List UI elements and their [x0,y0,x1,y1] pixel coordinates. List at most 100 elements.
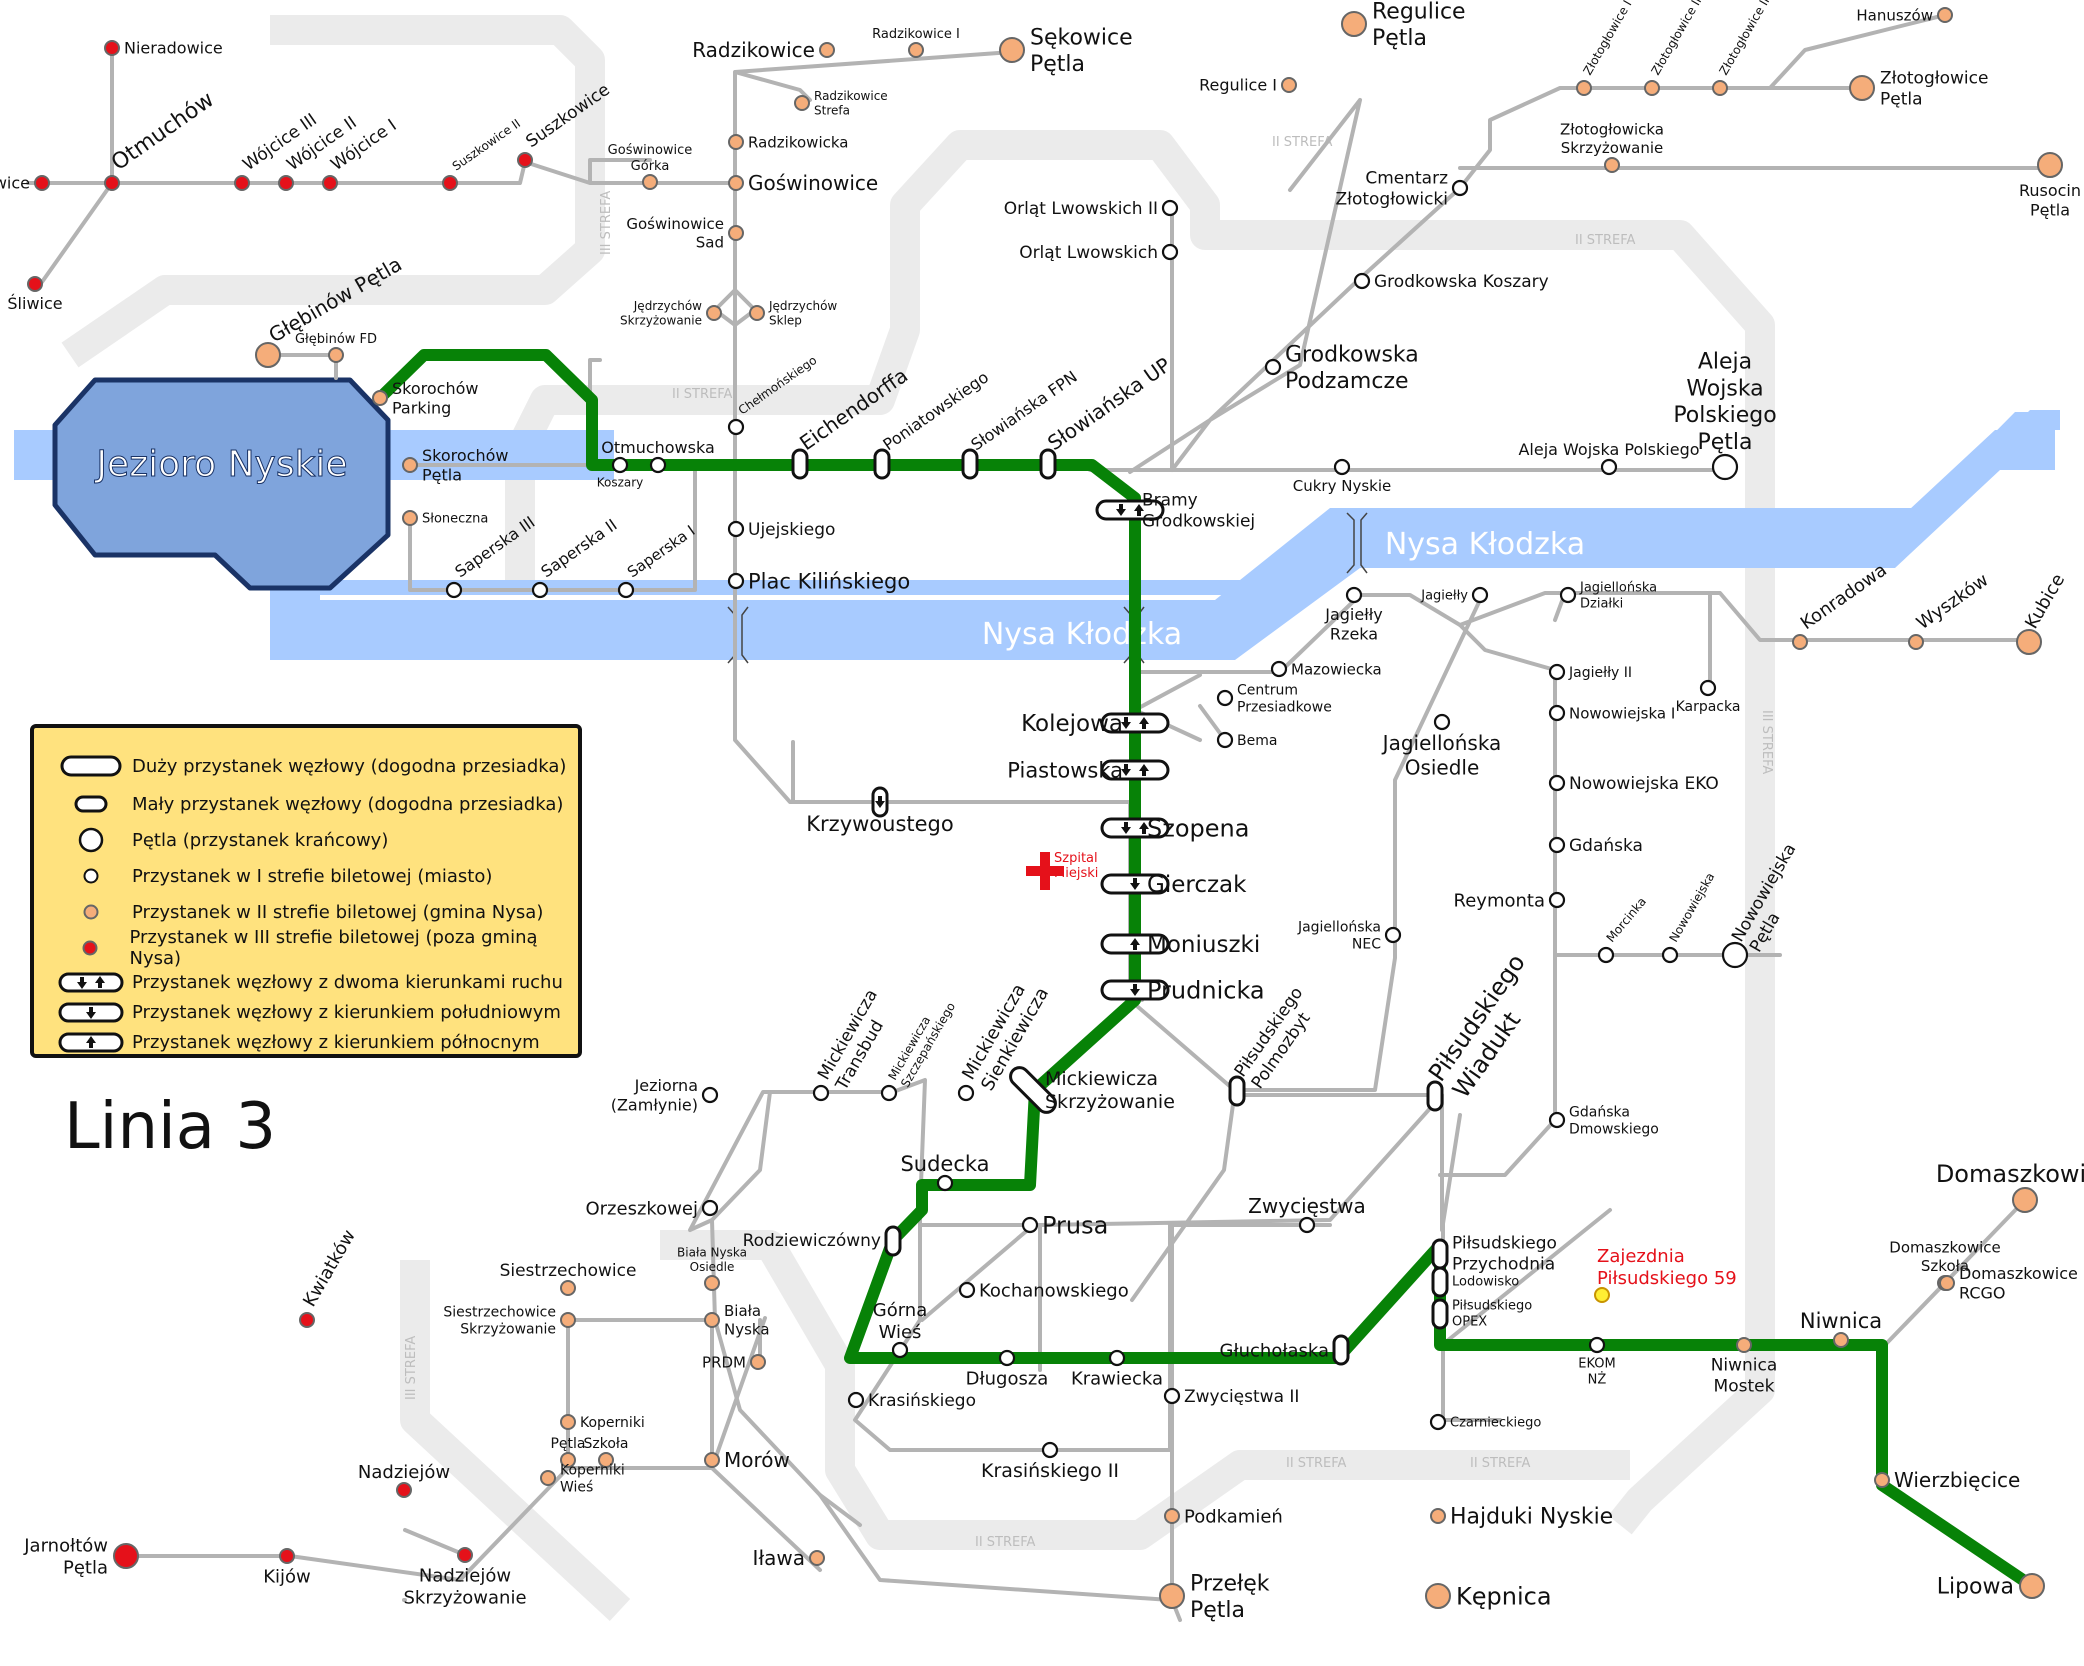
station-nadziejow[interactable]: Nadziejów [358,1462,450,1498]
station-sliwice[interactable]: Śliwice [7,276,63,313]
station-krawiecka[interactable]: Krawiecka [1071,1349,1163,1389]
station-wyszkow[interactable]: Wyszków [1908,570,1992,650]
station-moniuszki[interactable]: Moniuszki [1100,932,1260,958]
station-jagielly[interactable]: Jagiełły [1420,586,1489,604]
station-karpacka[interactable]: Karpacka [1676,679,1741,715]
station-siestrzechowice[interactable]: Siestrzechowice [500,1261,637,1296]
station-zwyciestwa-ii[interactable]: Zwycięstwa II [1163,1387,1299,1407]
station-krzywoustego[interactable]: Krzywoustego [806,786,954,836]
station-aleja-wojska-polskiego[interactable]: Aleja Wojska Polskiego [1518,440,1700,476]
station-krasinskiego-ii[interactable]: Krasińskiego II [981,1441,1119,1482]
station-nieradowice[interactable]: Nieradowice [104,39,223,58]
station-koszary[interactable]: Koszary [597,456,644,490]
station-jagielly-ii[interactable]: Jagiełły II [1548,663,1632,681]
station-regulice-i[interactable]: Regulice I [1199,76,1297,95]
station-hanuszow[interactable]: Hanuszów [1856,6,1953,24]
station-domaszkowice[interactable]: Domaszkowice [1936,1160,2084,1213]
station-wierzbiecice[interactable]: Wierzbięcice [1874,1468,2020,1492]
station-niwnica[interactable]: Niwnica [1800,1309,1882,1348]
station-bema[interactable]: Bema [1216,731,1277,749]
station-orzeszkowej[interactable]: Orzeszkowej [585,1198,719,1219]
station-radzikowice-i[interactable]: Radzikowice I [872,27,960,58]
station-mickiewicza-transbud[interactable]: MickiewiczaTransbud [812,986,900,1102]
station-ilawa[interactable]: Iława [753,1546,825,1570]
station-goswinowice[interactable]: Goświnowice [728,171,878,195]
station-konradowa[interactable]: Konradowa [1792,560,1891,650]
station-sloneczna[interactable]: Słoneczna [402,510,488,527]
station-ujejskiego[interactable]: Ujejskiego [727,520,835,540]
station-zlotoglowice-i[interactable]: Złotogłowice I [1576,0,1635,96]
station-morcinka[interactable]: Morcinka [1597,895,1649,964]
station-orlat-lwowskich-ii[interactable]: Orląt Lwowskich II [1004,199,1179,219]
station-kijow[interactable]: Kijów [263,1548,311,1587]
station-prusa[interactable]: Prusa [1021,1211,1108,1239]
station-podkamien[interactable]: Podkamień [1164,1506,1283,1527]
station-petla[interactable]: Pętla [550,1436,586,1468]
station-reymonta[interactable]: Reymonta [1454,890,1566,911]
station-dlugosza[interactable]: Długosza [966,1349,1049,1389]
station-grodkowska-koszary[interactable]: Grodkowska Koszary [1353,272,1549,292]
station-gdanska[interactable]: Gdańska [1548,836,1643,856]
station-kwiatkow[interactable]: Kwiatków [299,1226,360,1328]
station-orlat-lwowskich[interactable]: Orląt Lwowskich [1019,243,1179,263]
station-nowowiejska[interactable]: Nowowiejska [1661,870,1717,964]
station-zwyciestwa[interactable]: Zwycięstwa [1248,1194,1366,1234]
station-szkola[interactable]: Szkoła [584,1436,629,1468]
station-jeziorna-zamlynie[interactable]: Jeziorna(Zamłynie) [611,1076,719,1115]
station-otmuchow[interactable]: Otmuchów [104,87,219,191]
station-nowowiejska-i[interactable]: Nowowiejska I [1548,704,1675,722]
station-prdm[interactable]: PRDM [702,1353,766,1371]
station-radzikowice[interactable]: Radzikowice [692,38,835,62]
station-cukry-nyskie[interactable]: Cukry Nyskie [1293,458,1391,495]
station-morow[interactable]: Morów [704,1448,790,1472]
station-sudecka[interactable]: Sudecka [900,1152,990,1192]
station-kepnica[interactable]: Kępnica [1425,1582,1552,1610]
station-hajduki-nyskie[interactable]: Hajduki Nyskie [1430,1505,1613,1530]
station-kubice[interactable]: Kubice [2016,570,2069,655]
station-radzikowicka[interactable]: Radzikowicka [728,133,848,151]
station-lodowisko[interactable]: Lodowisko [1431,1266,1519,1298]
station-plac-kilinskiego[interactable]: Plac Kilińskiego [727,569,910,593]
station-pilsudskiego-wiadukt[interactable]: PiłsudskiegoWiadukt [1423,949,1555,1112]
station-otmuchowska[interactable]: Otmuchowska [601,438,715,474]
station-rodziewiczowny[interactable]: Rodziewiczówny [743,1225,902,1257]
station-zlotoglowice-ii[interactable]: Złotogłowice II [1644,0,1704,96]
station-czarnieckiego[interactable]: Czarnieckiego [1429,1413,1541,1431]
station-prudnicka[interactable]: Prudnicka [1100,976,1265,1004]
station-kochanowskiego[interactable]: Kochanowskiego [958,1280,1129,1301]
station-glebinow-fd[interactable]: Głębinów FD [295,332,377,363]
station-zlotoglowice-iii[interactable]: Złotogłowice III [1712,0,1774,96]
station-gierczak[interactable]: Gierczak [1100,872,1247,898]
